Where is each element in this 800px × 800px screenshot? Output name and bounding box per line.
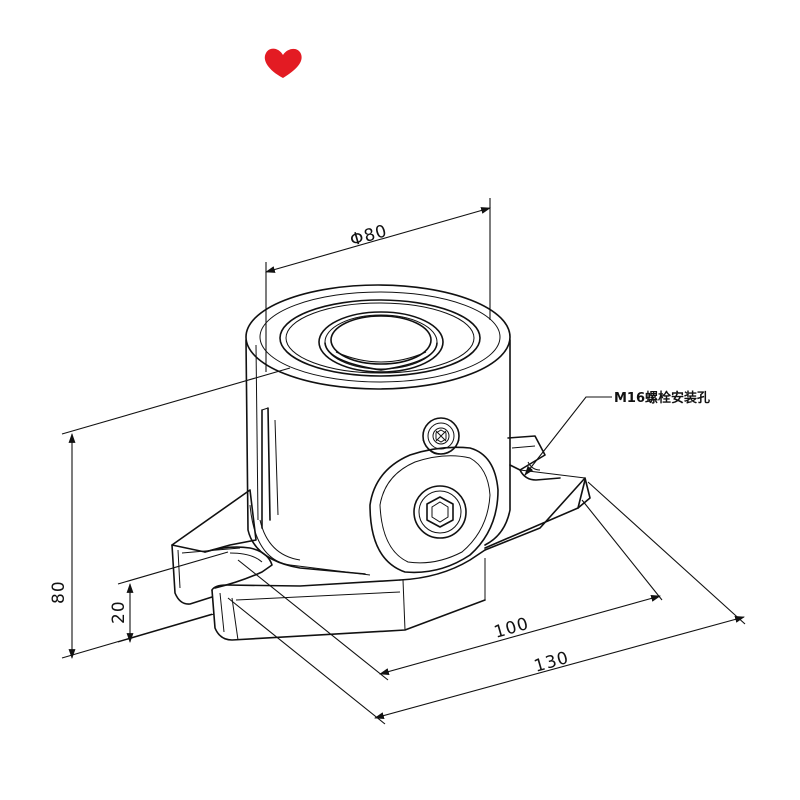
dimension-base-height: 20 — [109, 600, 129, 624]
base-flange — [171, 435, 591, 641]
dimension-width-long: 130 — [532, 648, 572, 677]
red-heart-marker-icon — [264, 48, 302, 78]
cylinder-body — [245, 284, 511, 575]
clamp-cam — [369, 417, 499, 574]
dimension-height: 80 — [49, 580, 69, 604]
dimension-diameter: Φ80 — [348, 221, 390, 251]
bolt-hole-callout: M16螺栓安装孔 — [614, 390, 710, 406]
dimension-width-short: 100 — [492, 614, 532, 643]
dimension-lines — [61, 198, 746, 725]
